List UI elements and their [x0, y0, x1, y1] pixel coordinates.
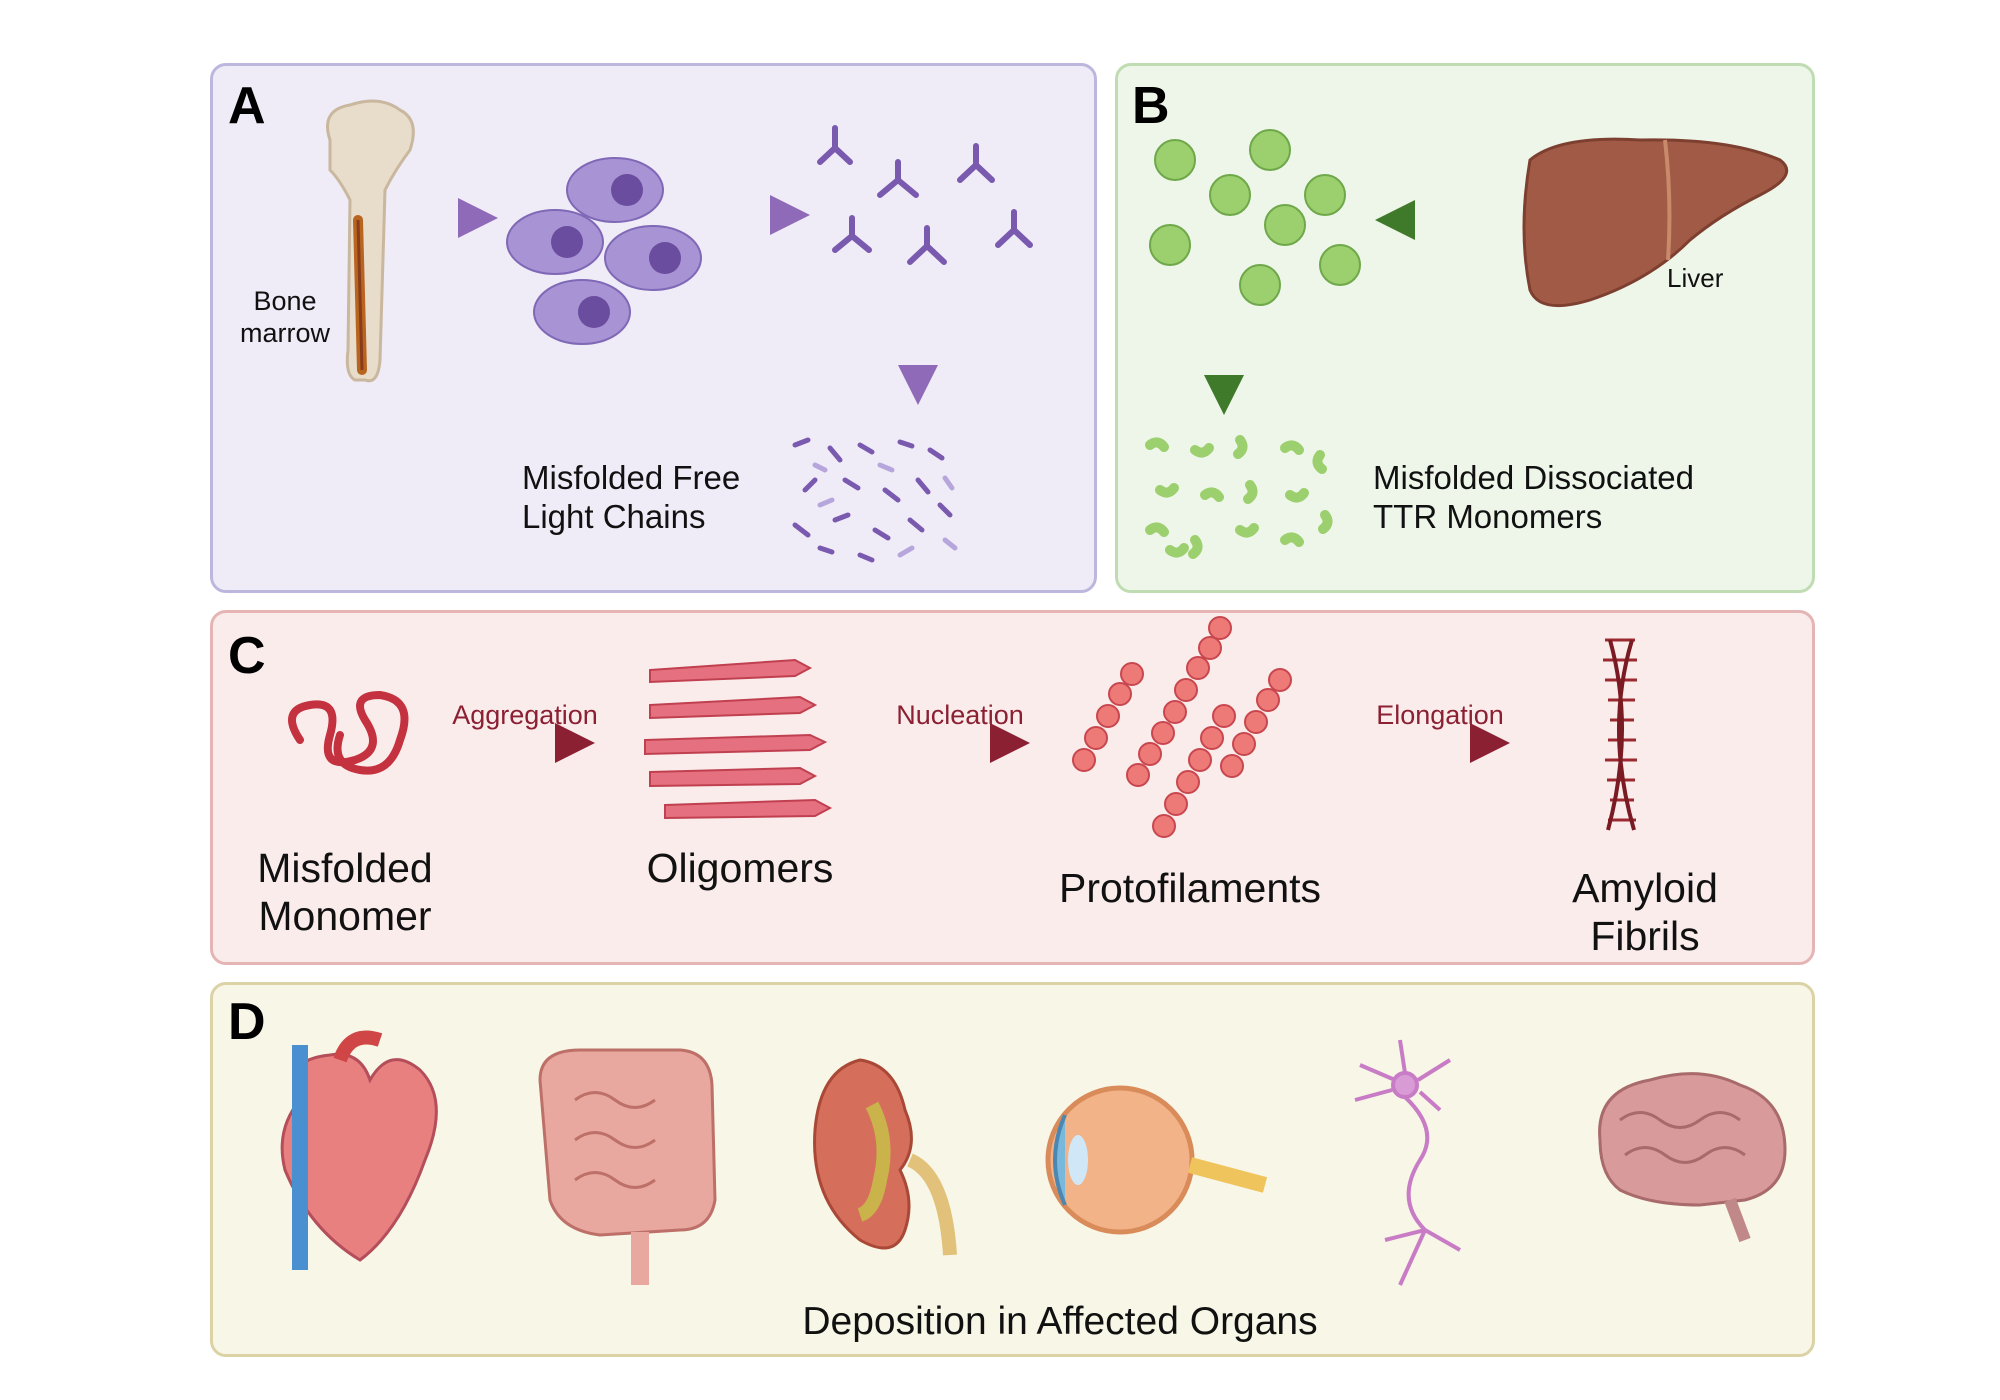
panel-d [210, 982, 1815, 1357]
ttr-tetramer-icons [1149, 129, 1361, 306]
aggregation-label: Aggregation [452, 700, 598, 730]
panel-d-label: D [228, 993, 266, 1051]
bone-marrow-label: Bone marrow [239, 286, 330, 348]
liver-label: Liver [1667, 263, 1724, 293]
panel-a-label: A [228, 77, 266, 135]
antibody-icons [817, 125, 1033, 265]
panel-c [210, 610, 1815, 965]
bone-icon [326, 99, 415, 383]
kidney-icon [813, 1058, 957, 1256]
oligomers-icon [644, 658, 833, 820]
brain-icon [1598, 1072, 1787, 1243]
ttr-monomers-label: Misfolded Dissociated TTR Monomers [1373, 459, 1694, 535]
neuron-icon [1354, 1039, 1461, 1286]
panel-c-label: C [228, 627, 266, 685]
nucleation-label: Nucleation [896, 700, 1024, 730]
liver-icon [1522, 137, 1789, 308]
elongation-label: Elongation [1376, 700, 1504, 730]
step-protofilaments: Protofilaments [1058, 865, 1322, 911]
step-misfolded-monomer: Misfolded Monomer [257, 845, 433, 939]
ttr-monomers-icon [1145, 435, 1333, 559]
step-oligomers: Oligomers [646, 845, 834, 891]
deposition-caption: Deposition in Affected Organs [802, 1300, 1318, 1343]
panel-b-label: B [1132, 77, 1170, 135]
eye-icon [1045, 1085, 1268, 1235]
light-chains-label: Misfolded Free Light Chains [522, 459, 741, 535]
intestine-icon [538, 1048, 717, 1285]
misfolded-light-chains-icon [792, 437, 958, 563]
protofilaments-icon [1072, 616, 1292, 838]
step-amyloid-fibrils: Amyloid Fibrils [1572, 865, 1718, 959]
plasma-cells-icon [506, 157, 702, 345]
misfolded-monomer-icon [288, 690, 409, 775]
amyloid-fibrils-icon [1603, 638, 1637, 831]
heart-icon [280, 1030, 438, 1270]
